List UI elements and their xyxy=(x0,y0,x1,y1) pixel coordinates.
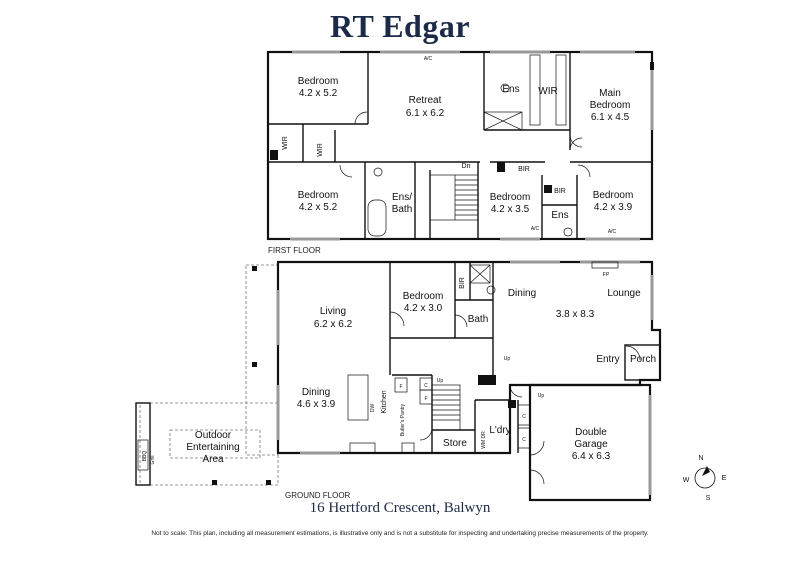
wir-left-label-2: WIR xyxy=(317,143,324,157)
first-floor-label: FIRST FLOOR xyxy=(268,246,321,255)
garage-size: 6.4 x 6.3 xyxy=(572,451,611,462)
bedroom-se-label: Bedroom xyxy=(593,190,634,201)
outdoor-label-2: Entertaining xyxy=(186,442,239,453)
first-floor-stairs xyxy=(429,174,479,221)
fireplace-label: FP xyxy=(603,272,610,278)
compass-icon: N E S W xyxy=(683,455,727,502)
grill-label: Grill xyxy=(150,456,156,465)
wir-left-label-1: WIR xyxy=(282,136,289,150)
fridge-label-1: F xyxy=(399,384,402,390)
compass-s: S xyxy=(706,495,711,502)
ground-bir-label: BIR xyxy=(459,277,466,289)
up-label-2: Up xyxy=(437,378,444,384)
ground-bath-label: Bath xyxy=(468,314,489,325)
retreat-label: Retreat xyxy=(409,95,442,106)
stairs-down-label: Dn xyxy=(462,163,471,170)
living-label: Living xyxy=(320,306,346,317)
bedroom-sw-label: Bedroom xyxy=(298,190,339,201)
ground-bedroom-size: 4.2 x 3.0 xyxy=(404,303,443,314)
laundry-appliance-label: WM DR xyxy=(481,431,487,449)
compass-e: E xyxy=(722,475,727,482)
fridge-label-2: F xyxy=(424,396,427,402)
retreat-size: 6.1 x 6.2 xyxy=(406,108,445,119)
main-bedroom-size: 6.1 x 4.5 xyxy=(591,112,630,123)
main-bedroom-label-1: Main xyxy=(599,88,621,99)
ensuite-bath-label-2: Bath xyxy=(392,204,413,215)
cupboard-label-3: C xyxy=(522,437,526,443)
ground-bedroom-label: Bedroom xyxy=(403,291,444,302)
garage-label-2: Garage xyxy=(574,439,608,450)
dining-size: 4.6 x 3.9 xyxy=(297,399,336,410)
lounge-label: Lounge xyxy=(607,288,641,299)
bedroom-nw-size: 4.2 x 5.2 xyxy=(299,88,338,99)
store-label: Store xyxy=(443,438,467,449)
cupboard-label-1: C xyxy=(424,383,428,389)
garage-label-1: Double xyxy=(575,427,607,438)
bir-label-1: BIR xyxy=(518,166,530,173)
pergola-outline xyxy=(245,264,279,456)
compass-w: W xyxy=(683,477,690,484)
outdoor-label-1: Outdoor xyxy=(195,430,232,441)
porch-label: Porch xyxy=(630,354,656,365)
kitchen-island xyxy=(347,374,369,421)
ensuite-mid-label: Ens xyxy=(551,210,568,221)
ac-label-2: A/C xyxy=(608,229,617,235)
property-address: 16 Hertford Crescent, Balwyn xyxy=(309,500,491,516)
cupboard-label-2: C xyxy=(522,414,526,420)
compass-n: N xyxy=(698,455,703,462)
wir-top-label: WIR xyxy=(538,86,557,97)
first-floor-plan: Bedroom 4.2 x 5.2 Retreat 6.1 x 6.2 Ens … xyxy=(266,50,654,255)
living-size: 6.2 x 6.2 xyxy=(314,319,353,330)
bedroom-nw-label: Bedroom xyxy=(298,76,339,87)
lounge-size: 3.8 x 8.3 xyxy=(556,309,595,320)
ensuite-top-label: Ens xyxy=(502,84,519,95)
outdoor-label-3: Area xyxy=(202,454,224,465)
up-label-3: Up xyxy=(538,393,545,399)
entry-label: Entry xyxy=(596,354,619,365)
ground-floor-label: GROUND FLOOR xyxy=(285,491,351,500)
main-bedroom-label-2: Bedroom xyxy=(590,100,631,111)
butlers-pantry-label: Butler's Pantry xyxy=(400,403,406,436)
dining-label: Dining xyxy=(302,387,330,398)
ensuite-bath-label-1: Ens/ xyxy=(392,192,412,203)
bedroom-mid-label: Bedroom xyxy=(490,192,531,203)
bbq-label: BBQ xyxy=(142,451,148,462)
brand-logo: RT Edgar xyxy=(329,8,471,44)
up-label-1: Up xyxy=(504,356,511,362)
disclaimer-text: Not to scale: This plan, including all m… xyxy=(151,530,649,537)
ac-label-1: A/C xyxy=(424,56,433,62)
bir-label-2: BIR xyxy=(554,188,566,195)
laundry-label: L'dry xyxy=(489,425,510,436)
bedroom-se-size: 4.2 x 3.9 xyxy=(594,202,633,213)
dishwasher-label: DW xyxy=(370,404,376,413)
ac-label-3: A/C xyxy=(531,226,540,232)
dining2-label: Dining xyxy=(508,288,536,299)
bedroom-mid-size: 4.2 x 3.5 xyxy=(491,204,530,215)
bedroom-sw-size: 4.2 x 5.2 xyxy=(299,202,338,213)
ground-floor-plan: Living 6.2 x 6.2 Dining 4.6 x 3.9 Bedroo… xyxy=(135,260,662,502)
kitchen-label: Kitchen xyxy=(381,390,388,413)
